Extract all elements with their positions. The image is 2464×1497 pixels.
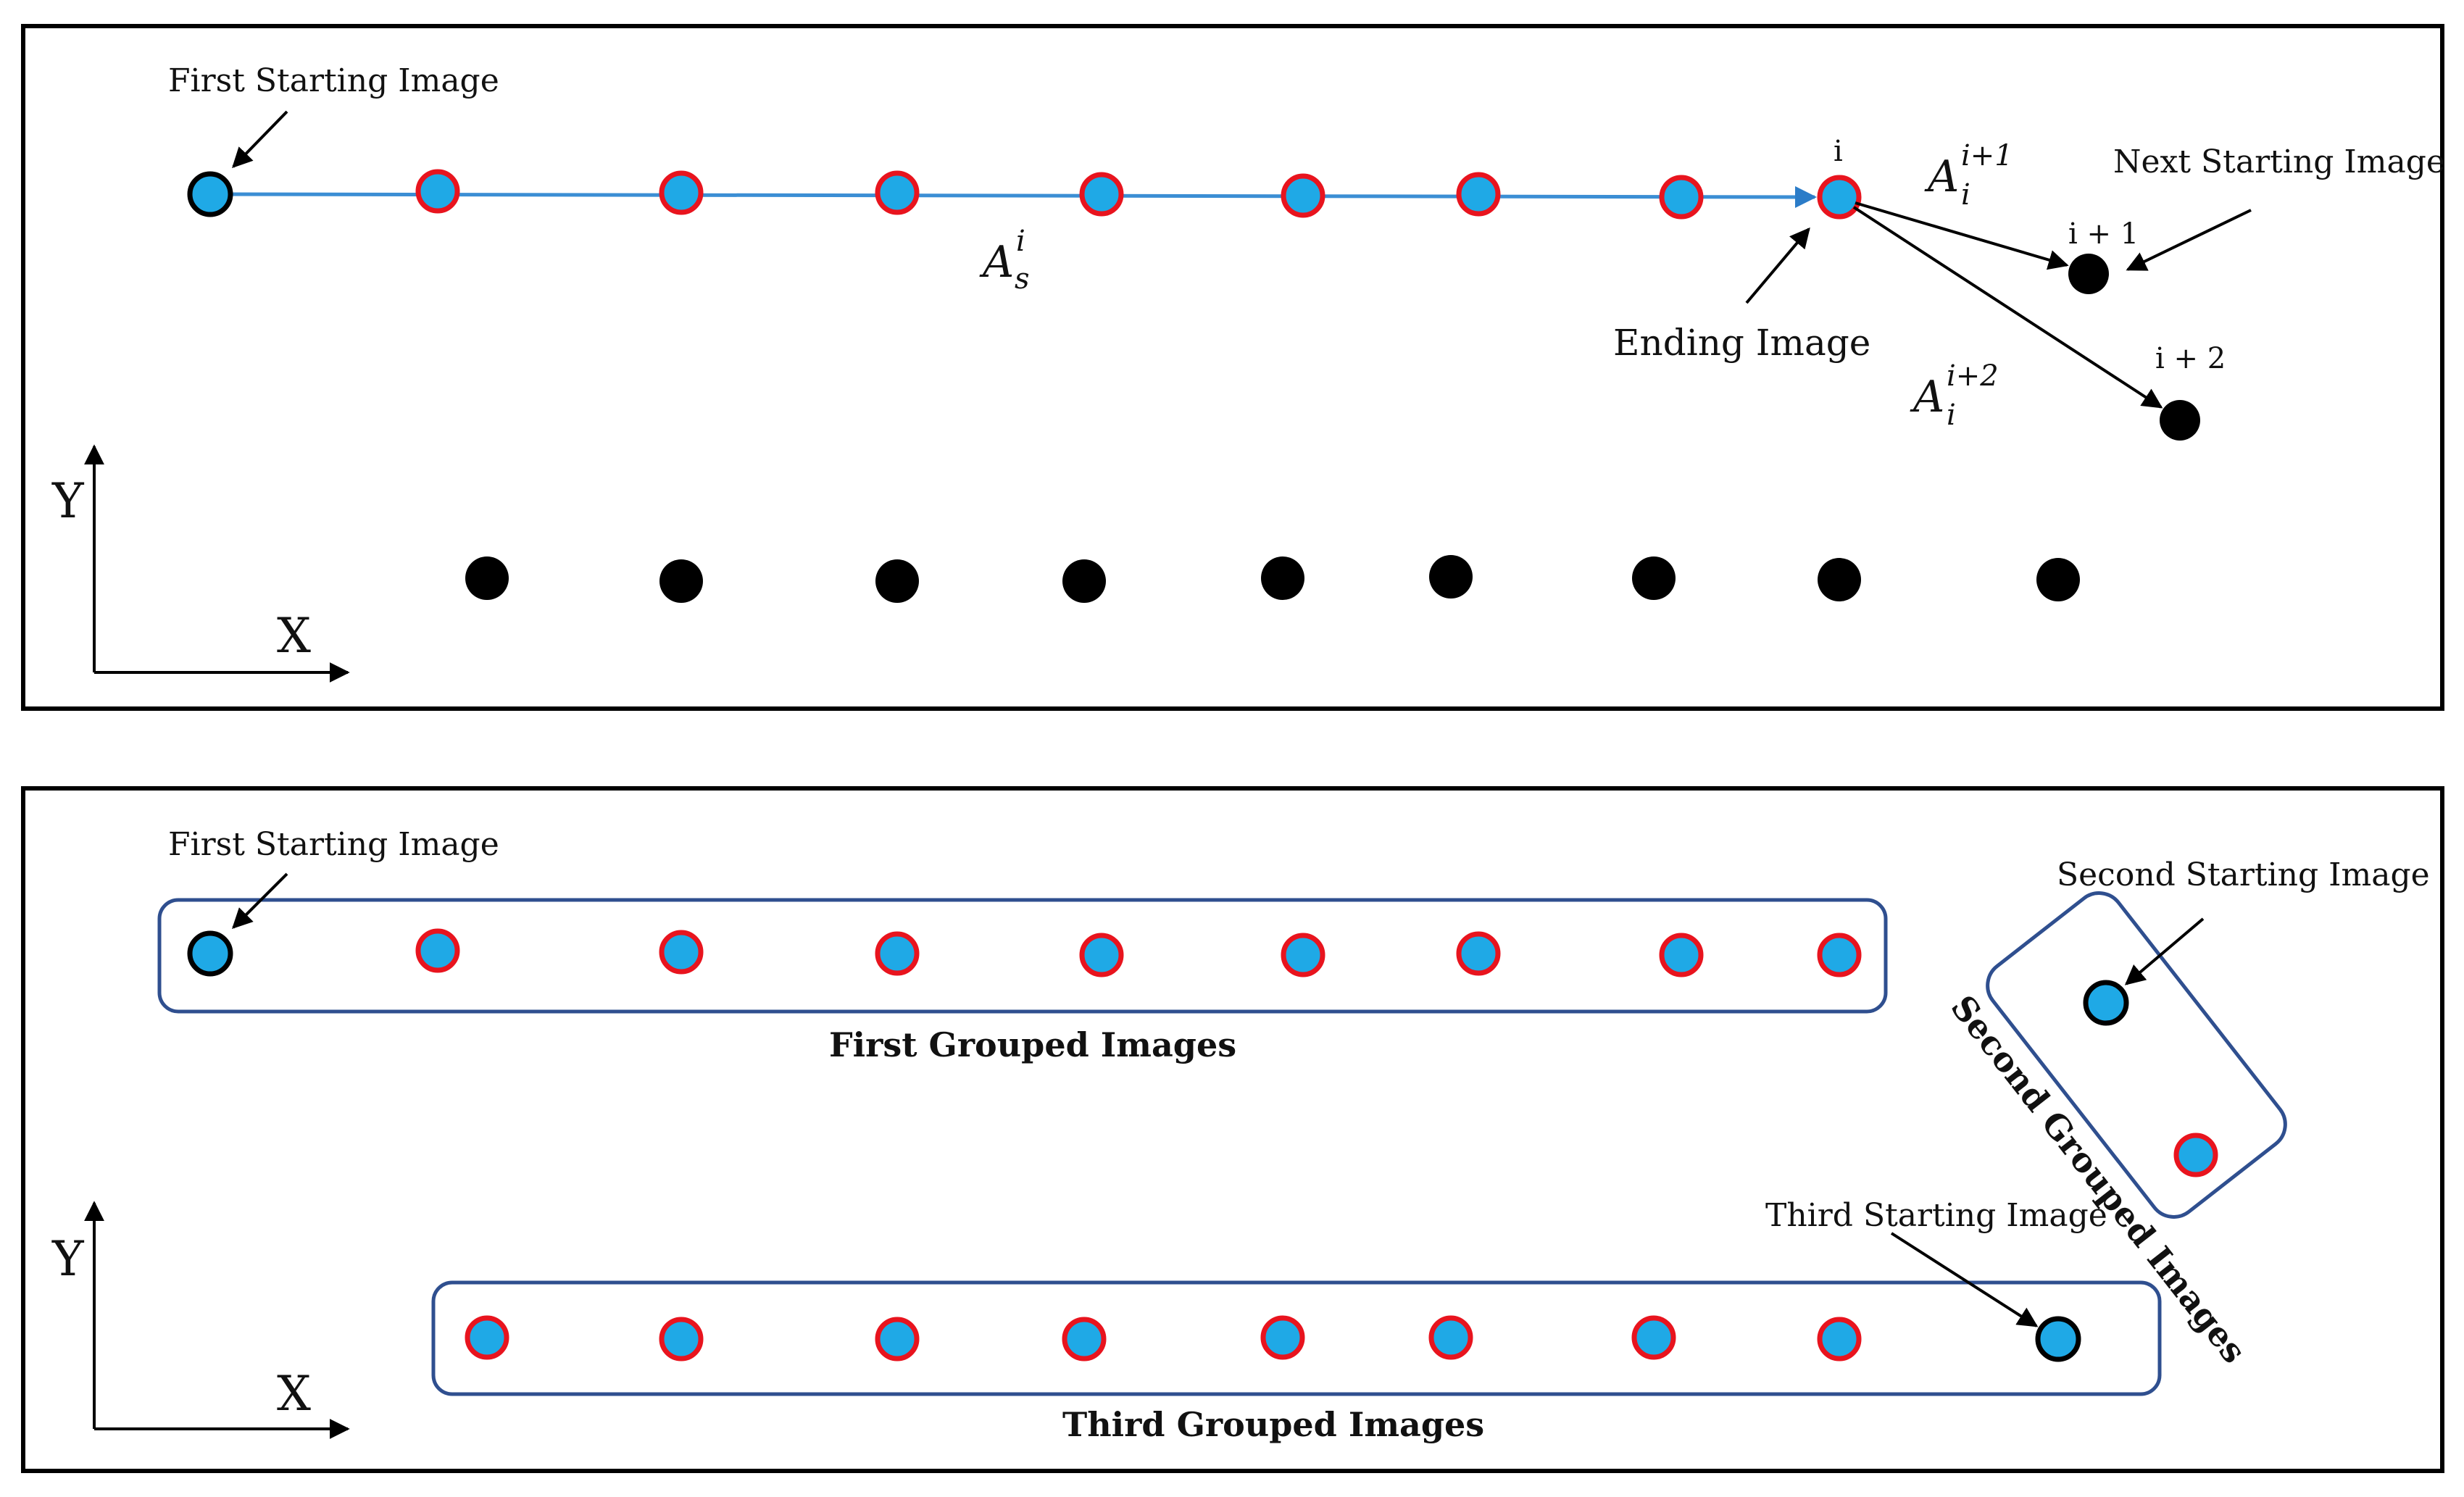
image-node [659, 1317, 704, 1362]
top-x-axis-label: X [277, 608, 311, 664]
top-panel: First Starting Image Next Starting Image… [21, 24, 2445, 711]
unvisited-node [1818, 558, 1861, 601]
ending-callout-arrow [1745, 227, 1810, 304]
image-node [1079, 172, 1124, 217]
first-starting-callout-arrow [232, 872, 288, 929]
edge-i-to-i2 [1852, 206, 2163, 409]
candidate-node-i2 [2160, 400, 2200, 441]
top-axes: Y X [51, 444, 350, 683]
unvisited-node [659, 559, 703, 603]
image-node [415, 169, 460, 214]
top-panel-frame [21, 24, 2444, 711]
image-node [1079, 933, 1124, 977]
second-starting-label: Second Starting Image [2057, 856, 2430, 893]
index-i1-label: i + 1 [2068, 217, 2139, 251]
unvisited-node [1062, 559, 1106, 603]
second-group-label: Second Grouped Images [1943, 988, 2254, 1371]
unvisited-node [2036, 558, 2080, 601]
edge-i-to-i1 [1855, 201, 2069, 270]
first-group-label: First Grouped Images [829, 1025, 1236, 1064]
ending-node [1817, 175, 1862, 220]
image-node [875, 170, 920, 215]
third-starting-label: Third Starting Image [1765, 1197, 2107, 1234]
svg-text:A: A [979, 237, 1014, 288]
svg-text:i: i [1947, 399, 1956, 432]
third-starting-node [2035, 1316, 2081, 1362]
image-node [1281, 933, 1325, 977]
svg-text:i+2: i+2 [1947, 359, 1999, 393]
svg-text:i+1: i+1 [1961, 139, 2013, 172]
image-node [1428, 1315, 1473, 1360]
edge-label-as: A i s [979, 225, 1030, 296]
image-node [1817, 933, 1862, 977]
image-node [875, 931, 920, 976]
third-starting-callout-arrow [1890, 1232, 2039, 1327]
image-node [1659, 175, 1704, 220]
bottom-axes: Y X [51, 1201, 350, 1439]
index-i-label: i [1834, 135, 1843, 168]
index-i2-label: i + 2 [2155, 342, 2226, 375]
image-node [875, 1317, 920, 1362]
first-starting-callout-arrow [232, 110, 288, 169]
image-node [1456, 172, 1501, 217]
bottom-x-axis-label: X [277, 1366, 311, 1422]
svg-text:i: i [1016, 225, 1025, 258]
third-group-label: Third Grouped Images [1062, 1405, 1484, 1444]
candidate-node-i1 [2068, 254, 2109, 294]
second-starting-callout-arrow [2124, 917, 2205, 985]
top-y-axis-label: Y [51, 473, 85, 529]
bottom-y-axis-label: Y [51, 1231, 85, 1287]
second-starting-node [2083, 980, 2129, 1026]
second-group-box [1986, 891, 2287, 1219]
svg-text:A: A [1910, 372, 1944, 422]
image-node [659, 930, 704, 975]
next-starting-label: Next Starting Image [2113, 143, 2445, 180]
first-starting-node [187, 171, 233, 217]
first-group-box [157, 898, 1888, 1014]
svg-text:i: i [1961, 178, 1970, 212]
svg-text:A: A [1924, 151, 1959, 202]
image-node [2173, 1133, 2218, 1177]
unvisited-node [1261, 556, 1304, 600]
image-node [659, 170, 704, 215]
next-starting-callout-arrow [2126, 209, 2252, 271]
image-node [1817, 1317, 1862, 1362]
third-group-box [431, 1280, 2162, 1396]
edge-label-a-i1: A i+1 i [1924, 139, 2013, 212]
image-node [1281, 173, 1325, 218]
image-node [1659, 933, 1704, 977]
image-node [1456, 931, 1501, 976]
ending-label: Ending Image [1613, 322, 1870, 364]
image-node [1062, 1317, 1107, 1362]
first-starting-node [187, 930, 233, 977]
trajectory-line [209, 185, 1817, 208]
image-node [415, 928, 460, 973]
image-node [1631, 1315, 1676, 1360]
unvisited-node [1632, 556, 1676, 600]
image-node [465, 1315, 509, 1360]
unvisited-node [465, 556, 509, 600]
first-starting-label: First Starting Image [168, 826, 499, 863]
svg-text:s: s [1015, 262, 1030, 296]
first-starting-label: First Starting Image [168, 62, 499, 99]
image-node [1260, 1315, 1305, 1360]
bottom-panel: First Starting Image Second Starting Ima… [21, 786, 2444, 1473]
bottom-panel-frame [21, 786, 2444, 1473]
unvisited-node [875, 559, 919, 603]
unvisited-node [1429, 555, 1473, 599]
edge-label-a-i2: A i+2 i [1910, 359, 1999, 432]
